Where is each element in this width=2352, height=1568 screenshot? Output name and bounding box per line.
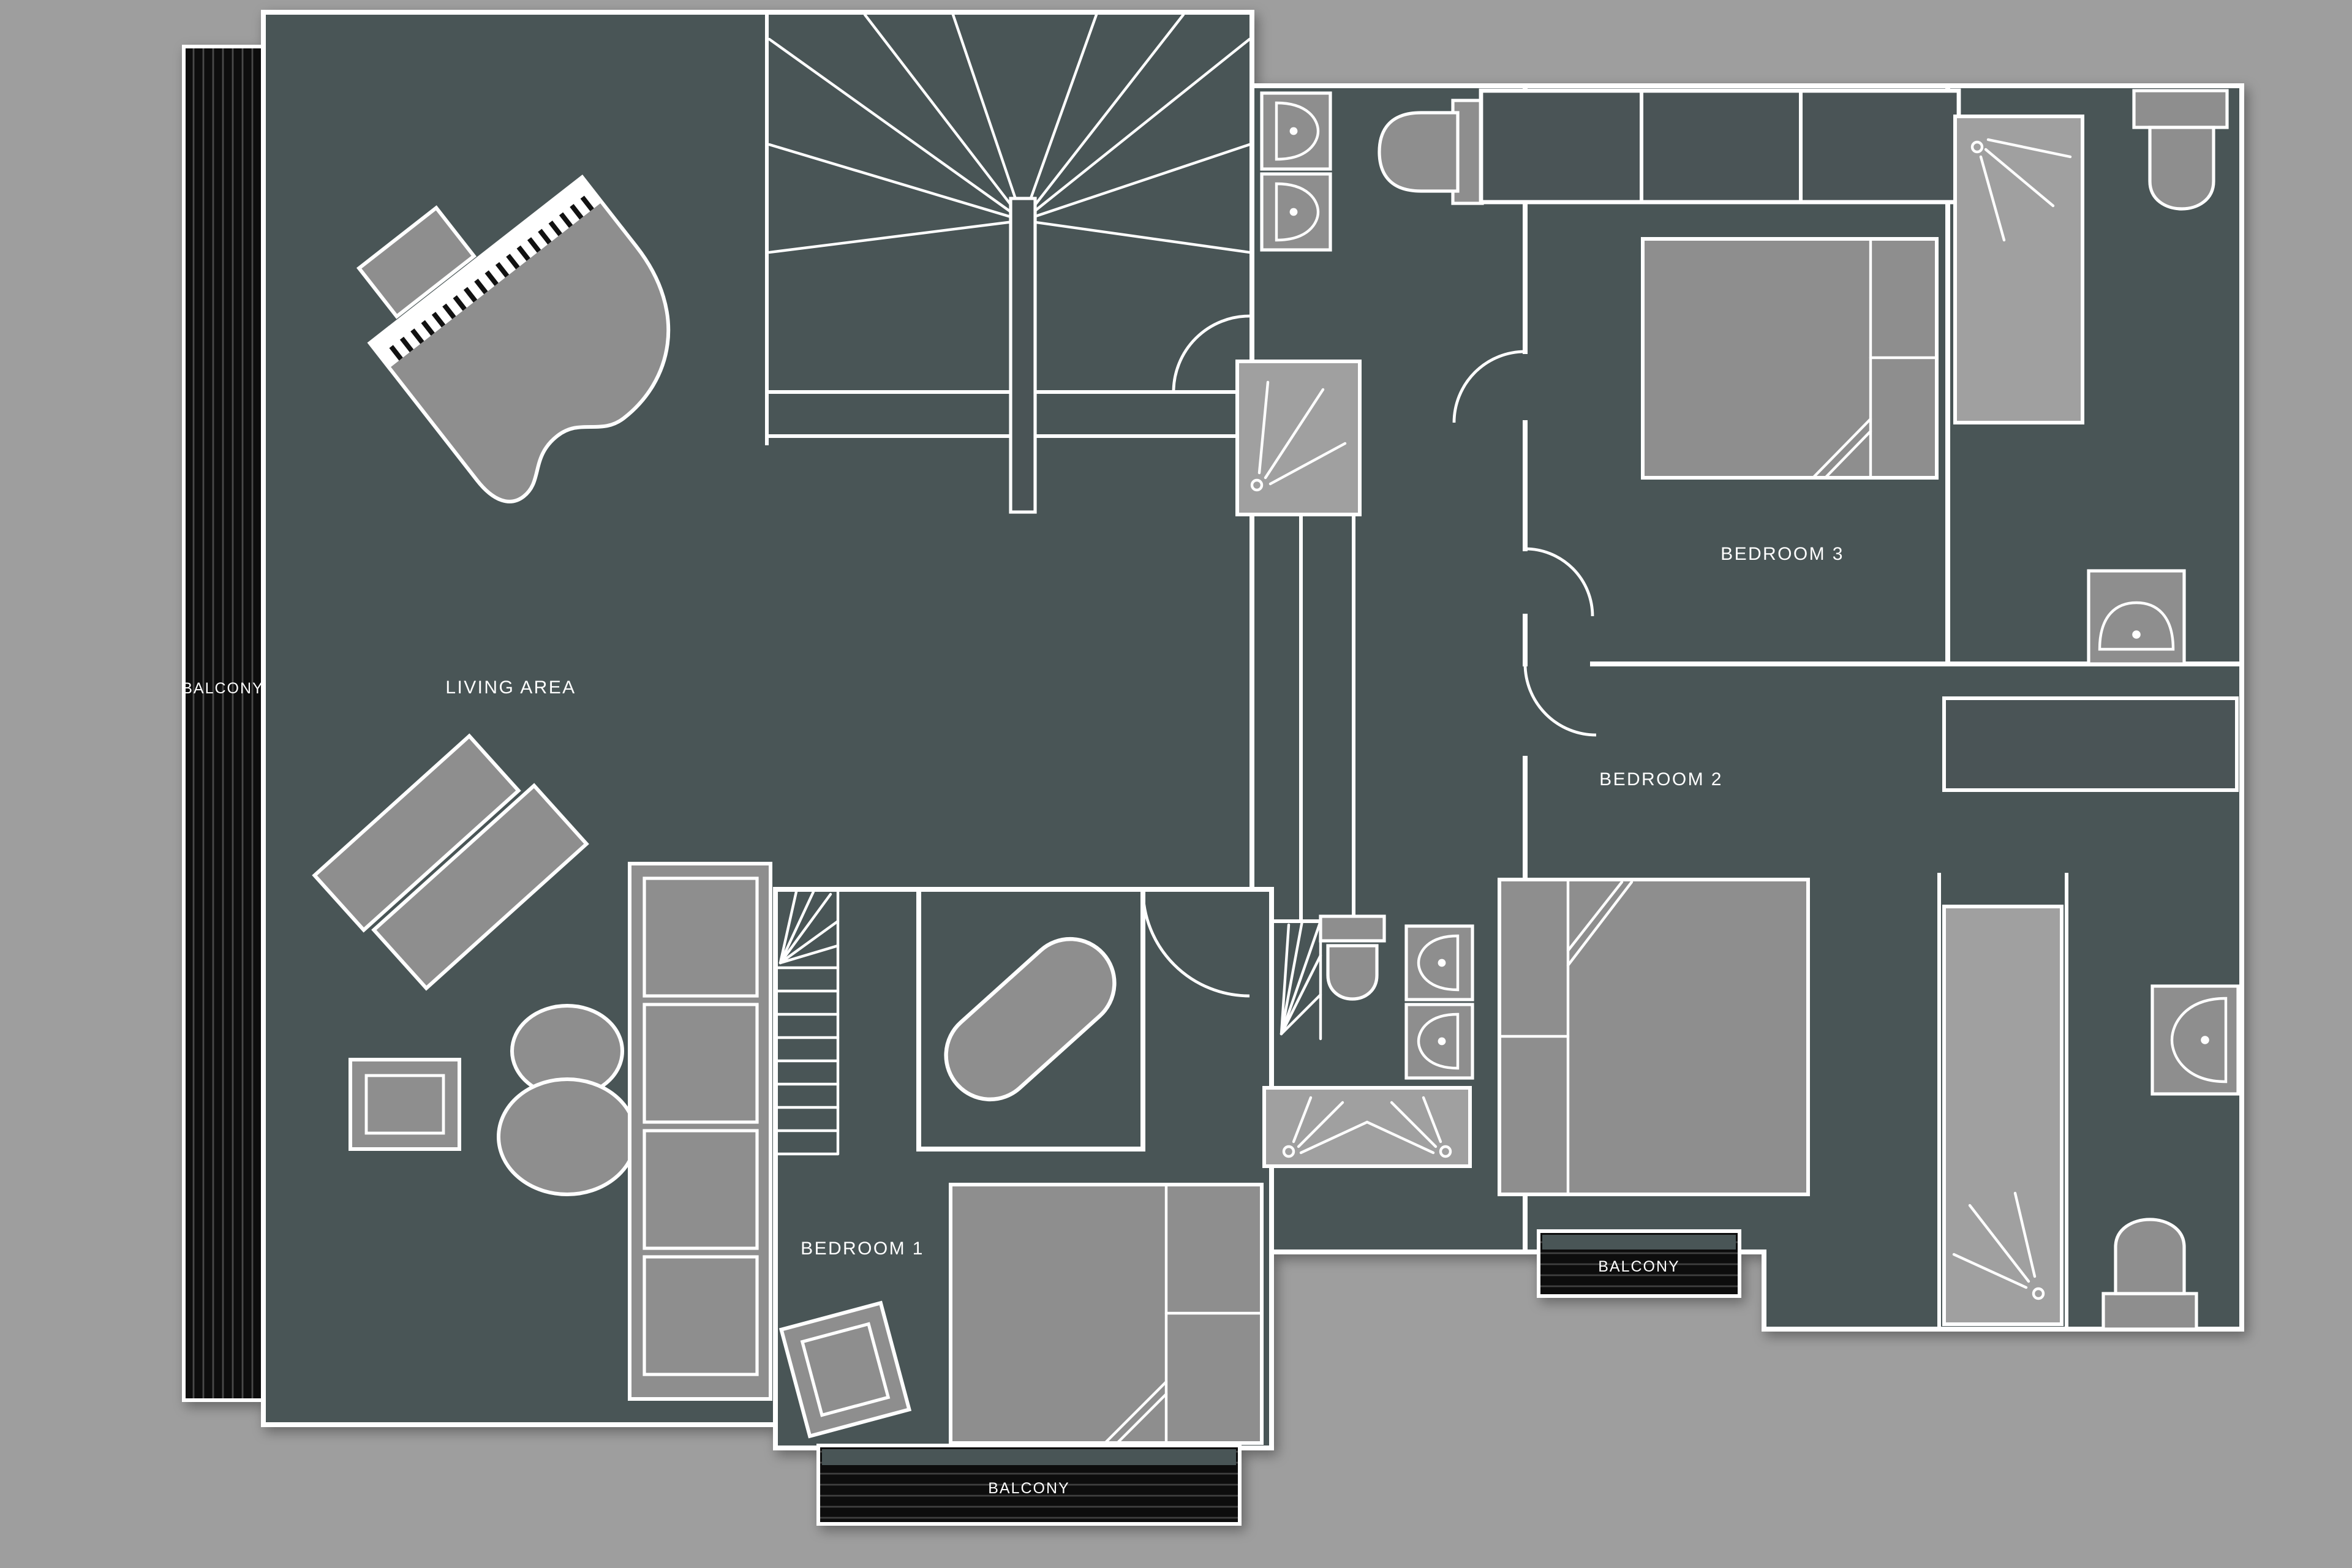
living-area: LIVING AREA: [312, 174, 772, 1401]
double-bed: [949, 1183, 1264, 1445]
toilet-icon: [2132, 89, 2229, 211]
shower-icon: [1953, 115, 2084, 424]
wardrobe: [628, 862, 772, 1401]
door-swings: [1141, 350, 1597, 998]
sink-icon: [1404, 1003, 1474, 1080]
shower-hall: [1235, 360, 1362, 516]
bathtub-icon: [944, 937, 1117, 1102]
bedroom-1: BEDROOM 1: [774, 888, 1264, 1445]
bathroom-bedroom-2: [1942, 905, 2240, 1331]
door-swing-bedroom-3: [1525, 547, 1594, 617]
closet-row: [1479, 88, 1961, 205]
armchairs: [497, 1004, 638, 1196]
bathroom-top: [1260, 91, 1484, 252]
balcony-left: [182, 45, 265, 1402]
living-area-label: LIVING AREA: [445, 677, 576, 698]
stair-treads: [767, 13, 1251, 254]
sink-icon: [1404, 924, 1474, 1001]
sink-icon: [1260, 91, 1332, 171]
bathroom-bedroom-3: [1953, 89, 2229, 666]
stair-newel-post: [1009, 197, 1037, 514]
fan-staircase: [765, 10, 1254, 514]
sink-icon: [2150, 984, 2240, 1096]
bedroom-2: BEDROOM 2: [1498, 696, 2239, 1196]
bathroom-lower: [1262, 914, 1474, 1168]
balcony-bedroom-1: [816, 1444, 1242, 1526]
closet-row: [1942, 696, 2239, 792]
bedroom-3: BEDROOM 3: [1479, 88, 1961, 564]
sofa: [312, 733, 589, 991]
double-shower-icon: [1262, 1086, 1472, 1168]
piano-bench: [356, 205, 477, 319]
bedroom-2-label: BEDROOM 2: [1599, 769, 1723, 790]
door-swing-stairs: [1172, 314, 1250, 393]
bedroom-3-label: BEDROOM 3: [1721, 544, 1844, 564]
door-swing-bedroom-2: [1523, 663, 1597, 737]
sink-icon: [2087, 569, 2186, 666]
straight-staircase: [774, 888, 840, 1156]
bedroom-1-label: BEDROOM 1: [801, 1238, 924, 1259]
balcony-bedroom-2: [1537, 1229, 1741, 1298]
coffee-table: [349, 1058, 461, 1151]
balcony-bedroom-1-label: BALCONY: [988, 1480, 1069, 1497]
toilet-icon: [1378, 99, 1484, 205]
double-bed: [1498, 878, 1810, 1196]
door-swing-bedroom-1: [1141, 889, 1250, 998]
toilet-icon: [2101, 1218, 2198, 1331]
toilet-icon: [1319, 914, 1386, 1001]
balcony-left-label: BALCONY: [182, 680, 263, 697]
bedside-table: [778, 1300, 912, 1439]
balcony-bedroom-2-label: BALCONY: [1598, 1258, 1679, 1275]
sink-icon: [1260, 172, 1332, 252]
grand-piano-icon: [367, 174, 671, 503]
double-bed: [1641, 237, 1939, 480]
shower-icon: [1942, 905, 2064, 1326]
door-swing-hall: [1452, 350, 1526, 423]
